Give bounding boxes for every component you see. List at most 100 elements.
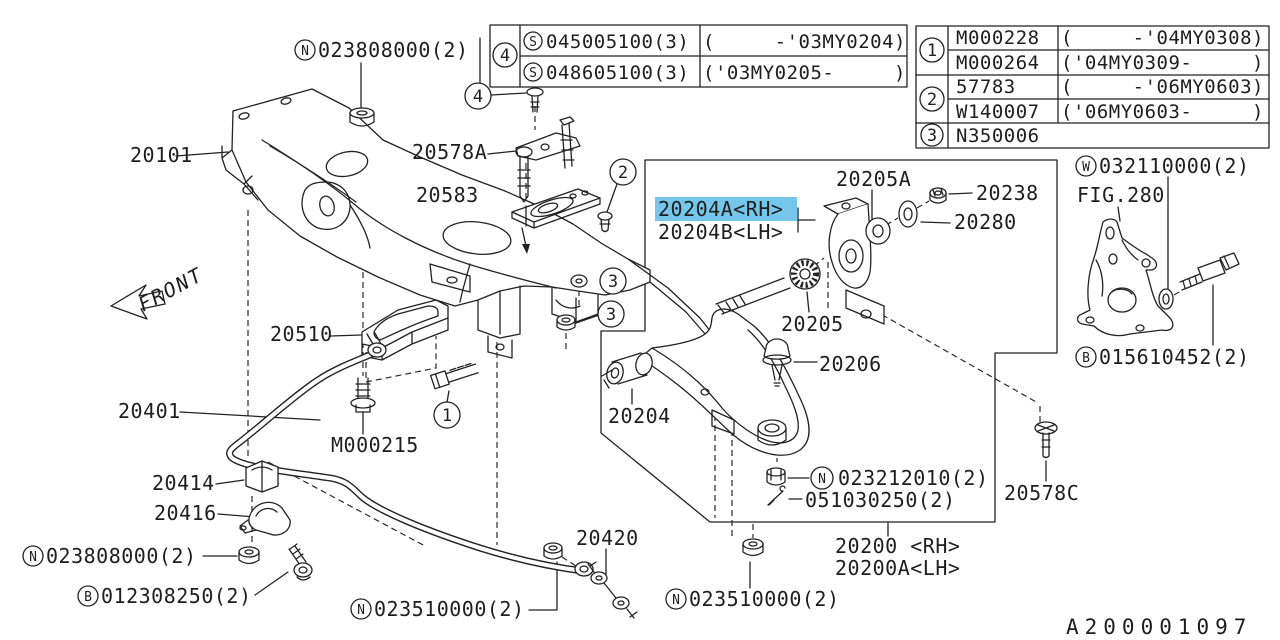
callout-20578a: 20578A [412, 140, 487, 164]
bolt-b015610452-drawing [1180, 253, 1239, 290]
ref-range-4: ('06MY0603- ) [1061, 101, 1264, 123]
option-range-1: ( -'03MY0204) [703, 31, 906, 53]
n-prefix-icon: N [29, 550, 37, 565]
b-prefix-icon: B [1082, 351, 1090, 366]
callout-20414: 20414 [152, 471, 215, 495]
callout-20510: 20510 [270, 322, 333, 346]
drawing-number: A200001097 [1066, 615, 1252, 639]
w-prefix-icon: W [1082, 160, 1090, 175]
bolt-ref1-drawing [431, 361, 479, 389]
flange-nut-link-drawing [544, 543, 562, 559]
callout-20206: 20206 [819, 352, 882, 376]
clamp-20416-drawing [240, 502, 290, 535]
flange-nut-balljoint-drawing [743, 539, 763, 556]
callout-20205: 20205 [781, 312, 844, 336]
ref3-circle: 3 [608, 272, 618, 292]
bolt-20578c-drawing [1035, 422, 1057, 458]
callout-w032110000: 032110000(2) [1099, 154, 1250, 178]
ref-part-3: 57783 [956, 76, 1016, 98]
callout-labels: N 023808000(2) 20101 20578A 20583 20510 … [23, 38, 1252, 639]
callout-20578c: 20578C [1004, 481, 1079, 505]
nut-ref3-drawing [557, 315, 575, 330]
ref-part-1: M000228 [956, 27, 1040, 49]
ref-part-2: M000264 [956, 52, 1040, 74]
subframe-drawing [222, 89, 722, 360]
washer-20205-drawing [790, 259, 820, 289]
callout-n023510000-right: 023510000(2) [689, 587, 840, 611]
callout-n023808000-top: 023808000(2) [318, 38, 469, 62]
nut-20238-drawing [930, 188, 946, 203]
option-part-1: 045005100(3) [546, 31, 689, 53]
ref3-circle: 3 [606, 305, 616, 325]
circled-refs: 4 2 3 3 1 [434, 83, 636, 428]
b-prefix-icon: B [84, 590, 92, 605]
callout-20200-rh: 20200 <RH> [835, 534, 960, 558]
n-prefix-icon: N [818, 472, 826, 487]
callout-20401: 20401 [118, 399, 181, 423]
highlight-20204a [655, 197, 797, 221]
callout-20583: 20583 [416, 183, 479, 207]
callout-051030250: 051030250(2) [805, 488, 956, 512]
plate-20583-drawing [512, 189, 600, 254]
callout-n023808000-bottom: 023808000(2) [46, 544, 197, 568]
washer-w032110000-drawing [1159, 289, 1173, 309]
bushing-bracket-20204a-drawing [824, 198, 884, 324]
pivot-shaft-drawing [716, 278, 790, 314]
cotter-pin-drawing [768, 486, 785, 505]
ref-range-1: ( -'04MY0308) [1061, 27, 1264, 49]
option-table-ref: 4 [500, 46, 510, 66]
s-prefix-icon: S [529, 66, 537, 81]
ref-table-ref1: 1 [927, 41, 937, 61]
option-part-2: 048605100(3) [546, 62, 689, 84]
callout-20416: 20416 [154, 501, 217, 525]
ref-part-4: W140007 [956, 101, 1040, 123]
ref2-circle: 2 [618, 163, 628, 183]
n-prefix-icon: N [357, 603, 365, 618]
control-arm-assembly-box [601, 160, 1057, 522]
callout-20238: 20238 [976, 181, 1039, 205]
ref-table-ref3: 3 [927, 126, 937, 146]
callout-20200a-lh: 20200A<LH> [835, 556, 960, 580]
ref-range-2: ('04MY0309- ) [1061, 52, 1264, 74]
callout-20101: 20101 [130, 143, 193, 167]
callout-m000215: M000215 [331, 433, 419, 457]
flange-nut-bottomleft-drawing [239, 547, 259, 564]
option-table: 4 S 045005100(3) ( -'03MY0204) S 0486051… [490, 25, 907, 87]
n-prefix-icon: N [672, 593, 680, 608]
front-arrow: FRONT [111, 262, 207, 319]
bracket-20578a-drawing [516, 88, 580, 202]
link-20420-drawing [588, 562, 637, 618]
washer-20280-drawing [899, 201, 917, 227]
callout-20204a-rh: 20204A<RH> [658, 197, 783, 221]
ref1-circle: 1 [442, 406, 452, 426]
ref4-circle: 4 [473, 87, 483, 107]
ref-range-3: ( -'06MY0603) [1061, 76, 1264, 98]
callout-20205a: 20205A [836, 167, 911, 191]
callout-20420: 20420 [576, 526, 639, 550]
bolt-ref2-drawing [598, 212, 612, 232]
flange-nut-top-drawing [350, 108, 374, 126]
callout-n023510000-left: 023510000(2) [374, 597, 525, 621]
callout-b015610452: 015610452(2) [1099, 345, 1250, 369]
reference-table: 1 2 3 M000228 ( -'04MY0308) M000264 ('04… [916, 26, 1269, 148]
bushing-20204-drawing [602, 351, 654, 388]
callout-fig280: FIG.280 [1077, 183, 1165, 207]
ref-table-ref2: 2 [927, 90, 937, 110]
front-label: FRONT [134, 262, 207, 316]
ball-joint-20206-drawing [763, 339, 791, 386]
bracket-20510-drawing [362, 300, 448, 382]
bushing-20205a-drawing [866, 218, 890, 244]
s-prefix-icon: S [529, 35, 537, 50]
n-prefix-icon: N [301, 44, 309, 59]
callout-b012308250: 012308250(2) [101, 584, 252, 608]
bolt-b012308250-drawing [289, 544, 312, 580]
bushing-20414-drawing [246, 461, 278, 492]
callout-n023212010: 023212010(2) [838, 466, 989, 490]
option-range-2: ('03MY0205- ) [703, 62, 906, 84]
callout-20204b-lh: 20204B<LH> [658, 220, 783, 244]
callout-20280: 20280 [954, 210, 1017, 234]
ref-part-5: N350006 [956, 125, 1040, 147]
washer-ref3-drawing [571, 275, 587, 287]
callout-20204: 20204 [608, 404, 671, 428]
